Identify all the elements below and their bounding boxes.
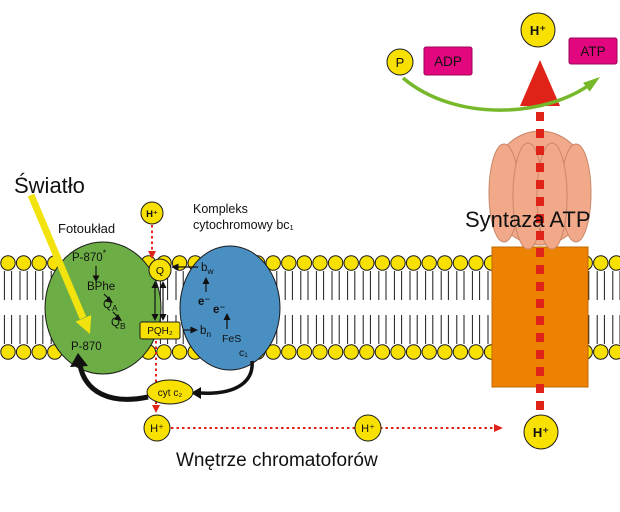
qb-base: Q bbox=[111, 317, 120, 329]
lumen-label: Wnętrze chromatoforów bbox=[176, 450, 378, 471]
bc1-label-line2: cytochromowy bc₁ bbox=[193, 218, 294, 232]
bn-sub: n bbox=[206, 329, 211, 339]
proton-circle-lumen-right bbox=[523, 414, 559, 450]
fes-label: FeS bbox=[222, 333, 241, 345]
bc1-label: Kompleks cytochromowy bc₁ bbox=[193, 202, 294, 232]
qa-base: Q bbox=[103, 299, 112, 311]
proton-circle-exit bbox=[520, 12, 556, 48]
electron-label-2: e⁻ bbox=[213, 304, 225, 316]
electron-cycle-arrows bbox=[70, 353, 254, 402]
nucleotide-boxes bbox=[423, 37, 618, 76]
qb-label: QB bbox=[111, 317, 126, 331]
c1-to-cytc2-arrowhead bbox=[191, 387, 201, 399]
c1-to-cytc2-arrow bbox=[199, 360, 254, 395]
quinol-label: PQH₂ bbox=[147, 326, 173, 337]
proton-label-lumen-mid: H⁺ bbox=[361, 423, 375, 435]
electron-label-1: e⁻ bbox=[198, 296, 210, 308]
adp-box bbox=[423, 46, 473, 76]
bn-label: bn bbox=[200, 325, 211, 339]
bc1-label-line1: Kompleks bbox=[193, 202, 248, 216]
qa-label: QA bbox=[103, 299, 118, 313]
bw-label: bw bbox=[201, 262, 214, 276]
cytc2-node bbox=[146, 379, 194, 405]
quinone-label: Q bbox=[156, 265, 164, 277]
c1-label: c₁ bbox=[239, 347, 248, 359]
carrier-nodes bbox=[139, 12, 559, 450]
atp-synthesis-arrow bbox=[401, 76, 600, 112]
proton-path-horizontal-arrowhead bbox=[494, 424, 503, 432]
proton-label-exit: H⁺ bbox=[530, 23, 546, 38]
quinol-box bbox=[139, 321, 181, 340]
adp-label: ADP bbox=[434, 54, 462, 69]
photosystem-body bbox=[44, 241, 162, 375]
proton-flow-arrowhead bbox=[520, 60, 560, 106]
quinone-exchange-arrows bbox=[151, 281, 167, 321]
atp-synthesis-arrowhead bbox=[583, 77, 600, 92]
cytc2-label: cyt c₂ bbox=[158, 388, 183, 399]
phosphate-label: P bbox=[396, 55, 405, 70]
phosphate-circle bbox=[386, 48, 414, 76]
proton-paths bbox=[148, 225, 503, 432]
p870-excited-base: P-870 bbox=[72, 252, 103, 264]
p870-excited-sup: * bbox=[103, 248, 107, 258]
proton-path-lumen-arrowhead bbox=[152, 405, 160, 413]
synthase-label: Syntaza ATP bbox=[465, 207, 591, 232]
proton-label-lumen-left: H⁺ bbox=[150, 423, 164, 435]
proton-flow-channel-arrow bbox=[520, 60, 560, 410]
proton-path-q-arrowhead bbox=[148, 251, 156, 259]
bw-sub: w bbox=[206, 266, 214, 276]
proton-circle-lumen-mid bbox=[354, 414, 382, 442]
proton-circle-uptake bbox=[140, 201, 164, 225]
p870-excited-label: P-870* bbox=[72, 248, 107, 264]
photosystem-label: Fotoukład bbox=[58, 221, 115, 236]
cytc2-to-p870-arrowhead bbox=[70, 353, 88, 367]
quinone-circle bbox=[148, 258, 172, 282]
synthase-lobe bbox=[536, 142, 568, 250]
qa-sub: A bbox=[112, 303, 118, 313]
proton-label-uptake: H⁺ bbox=[146, 209, 158, 220]
light-label: Światło bbox=[14, 173, 85, 198]
atp-box bbox=[568, 37, 618, 65]
bn-base: b bbox=[200, 325, 206, 337]
bw-base: b bbox=[201, 262, 207, 274]
proton-label-lumen-right: H⁺ bbox=[533, 425, 549, 440]
bc1-electron-arrows bbox=[171, 263, 231, 334]
light-arrow bbox=[27, 193, 92, 334]
atp-label: ATP bbox=[580, 44, 605, 59]
photosystem-electron-arrows bbox=[92, 266, 122, 321]
bc1-complex-body bbox=[179, 245, 281, 371]
bphe-label: BPhe bbox=[87, 281, 115, 293]
p870-label: P-870 bbox=[71, 341, 102, 353]
proton-circle-lumen-left bbox=[143, 414, 171, 442]
qb-sub: B bbox=[120, 321, 126, 331]
cytc2-to-p870-arrow bbox=[77, 364, 149, 402]
